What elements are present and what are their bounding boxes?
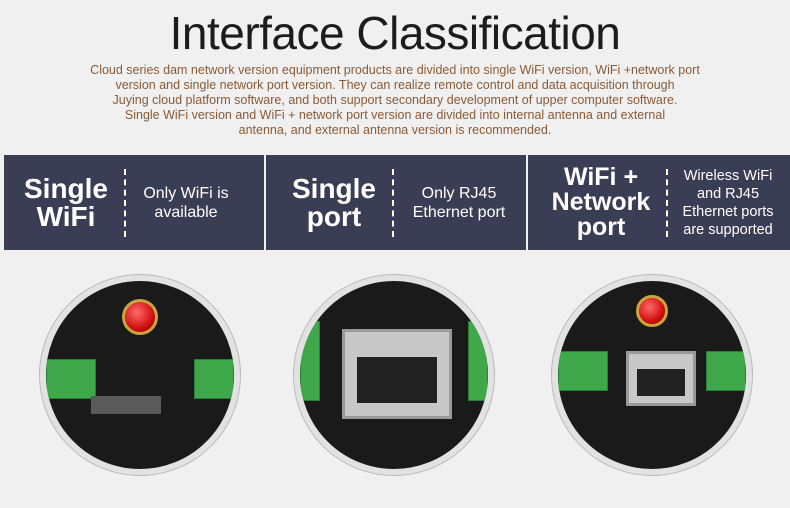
version-desc-line: Wireless WiFi [683,167,773,184]
wifi-network-port-device-photo [552,275,752,475]
led-indicator [636,295,668,327]
terminal-block [468,321,488,401]
version-name-line: Single [23,172,108,204]
single-port-device-photo [294,275,494,475]
version-desc-line: available [154,203,218,221]
version-desc-line: are supported [683,221,773,238]
rj45-port [626,351,696,406]
version-desc-line: Ethernet ports [682,203,774,220]
terminal-block [558,351,608,391]
terminal-block [46,359,96,399]
terminal-block [706,351,746,391]
version-desc-line: Only RJ45 [421,184,497,202]
divider [666,168,668,237]
version-name-line: WiFi + [563,163,639,191]
description-line: Single WiFi version and WiFi + network p… [124,108,666,122]
description-line: Juying cloud platform software, and both… [112,93,678,107]
terminal-block [300,321,320,401]
description-line: antenna, and external antenna version is… [238,123,552,137]
single-wifi-device-photo [40,275,240,475]
description-line: Cloud series dam network version equipme… [90,63,700,77]
wifi-module [91,396,161,414]
description: Cloud series dam network version equipme… [30,63,760,138]
version-name-line: port [576,213,626,241]
page-title: Interface Classification [169,7,621,59]
version-name-line: Network [551,188,651,216]
terminal-block [194,359,234,399]
version-desc-line: Ethernet port [412,203,506,221]
version-name-line: port [306,200,362,232]
version-name-line: Single [291,172,376,204]
divider [392,168,394,237]
version-desc-line: Only WiFi is [143,184,229,202]
description-line: version and single network port version.… [115,78,675,92]
divider [124,168,126,237]
rj45-port [342,329,452,419]
led-indicator [122,299,158,335]
version-desc-line: and RJ45 [696,185,760,202]
version-name-line: WiFi [36,200,96,232]
